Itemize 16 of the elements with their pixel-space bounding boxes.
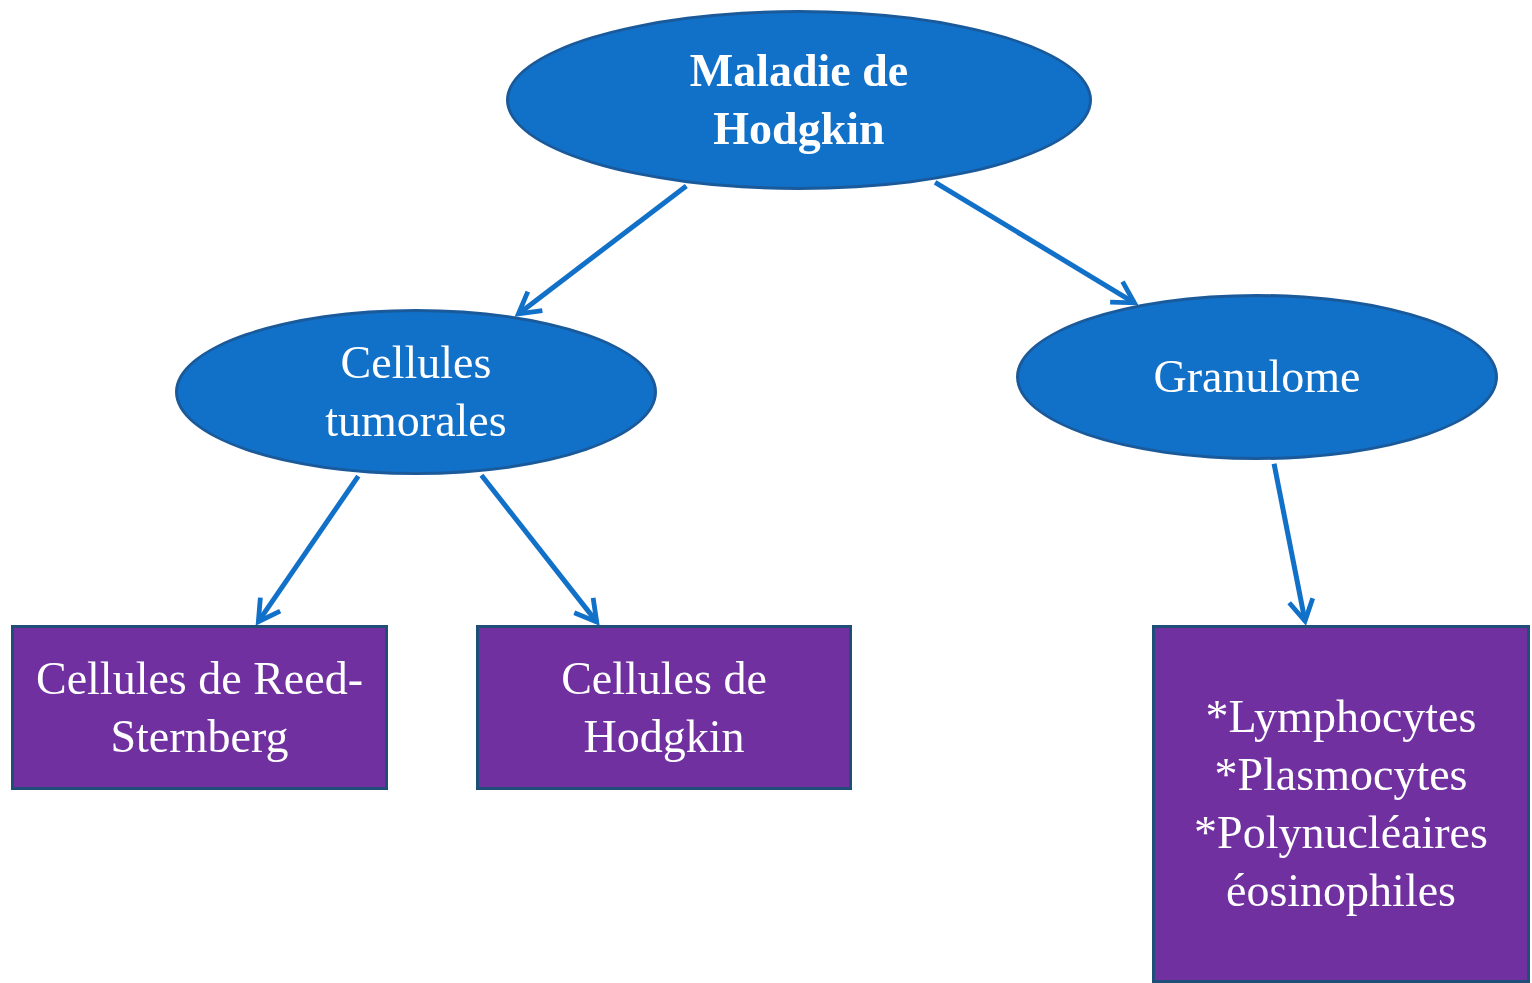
node-label: Cellules de Hodgkin	[560, 651, 768, 764]
node-label: Maladie de Hodgkin	[688, 44, 910, 156]
arrow	[1271, 463, 1316, 624]
cell-type-box	[476, 625, 852, 790]
arrow	[516, 183, 688, 317]
node-label: *Lymphocytes	[1205, 690, 1477, 744]
node-label: Cellules de Reed-Sternberg	[35, 651, 364, 764]
cell-type-box	[11, 625, 388, 790]
arrow	[479, 473, 600, 625]
node-label: *Plasmocytes	[1214, 748, 1468, 802]
cell-type-box	[1152, 625, 1530, 983]
node-label: Granulome	[1153, 350, 1361, 404]
node-label: Cellules tumorales	[324, 336, 508, 448]
arrow	[933, 180, 1137, 306]
arrow	[256, 474, 361, 625]
node-label: *Polynucléaires éosinophiles	[1193, 806, 1489, 918]
